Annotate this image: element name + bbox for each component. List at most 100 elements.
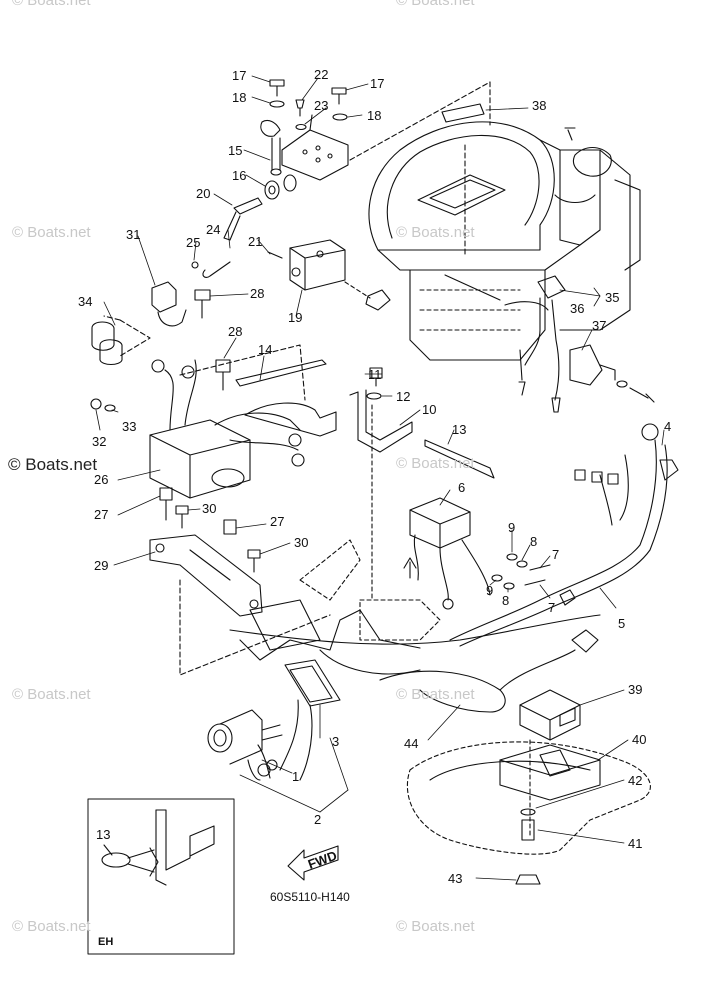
nut-32 bbox=[90, 398, 102, 410]
callout-44: 44 bbox=[404, 736, 418, 751]
boots-34 bbox=[91, 321, 123, 366]
cdi-unit-26 bbox=[149, 359, 337, 499]
washer-18-right bbox=[332, 113, 348, 121]
bracket-40 bbox=[499, 744, 601, 801]
screw-22 bbox=[295, 99, 305, 117]
callout-35: 35 bbox=[605, 290, 619, 305]
main-switch-2 bbox=[207, 709, 283, 781]
callout-9: 9 bbox=[508, 520, 515, 535]
bracket-29 bbox=[149, 534, 263, 617]
callout-16: 16 bbox=[232, 168, 246, 183]
watermark-main: © Boats.net bbox=[8, 455, 98, 474]
clip-25 bbox=[191, 261, 199, 269]
callout-38: 38 bbox=[532, 98, 546, 113]
watermark: © Boats.net bbox=[396, 224, 475, 241]
callout-29: 29 bbox=[94, 558, 108, 573]
watermark: © Boats.net bbox=[12, 686, 91, 703]
callout-22: 22 bbox=[314, 67, 328, 82]
callout-9: 9 bbox=[486, 583, 493, 598]
bracket-plate bbox=[281, 114, 349, 181]
watermark: © Boats.net bbox=[396, 918, 475, 935]
tie-14 bbox=[235, 359, 327, 387]
callout-31: 31 bbox=[126, 227, 140, 242]
callout-17: 17 bbox=[232, 68, 246, 83]
bolt-30-low bbox=[247, 549, 261, 573]
callout-17: 17 bbox=[370, 76, 384, 91]
callout-10: 10 bbox=[422, 402, 436, 417]
bolt-17-left bbox=[269, 79, 285, 97]
callout-4: 4 bbox=[664, 419, 671, 434]
box-19 bbox=[289, 239, 391, 311]
callout-40: 40 bbox=[632, 732, 646, 747]
callout-8: 8 bbox=[530, 534, 537, 549]
callout-3: 3 bbox=[332, 734, 339, 749]
callout-7: 7 bbox=[548, 600, 555, 615]
rectifier-6 bbox=[409, 497, 491, 610]
bracket-37 bbox=[569, 344, 616, 386]
callout-36: 36 bbox=[570, 301, 584, 316]
eh-inset-box bbox=[87, 798, 235, 955]
connector bbox=[571, 629, 599, 653]
callout-18: 18 bbox=[232, 90, 246, 105]
callout-7: 7 bbox=[552, 547, 559, 562]
callout-15: 15 bbox=[228, 143, 242, 158]
washer-18-left bbox=[269, 100, 285, 108]
washer-42 bbox=[520, 808, 536, 816]
callout-8: 8 bbox=[502, 593, 509, 608]
pin-21 bbox=[267, 251, 283, 259]
bolt-28-mid bbox=[215, 359, 231, 391]
callout-33: 33 bbox=[122, 419, 136, 434]
watermark: © Boats.net bbox=[12, 224, 91, 241]
callout-1: 1 bbox=[292, 769, 299, 784]
callout-39: 39 bbox=[628, 682, 642, 697]
washer-23 bbox=[295, 123, 307, 131]
fwd-arrow-icon bbox=[287, 845, 339, 881]
callout-18: 18 bbox=[367, 108, 381, 123]
callout-37: 37 bbox=[592, 318, 606, 333]
tie-38 bbox=[441, 103, 485, 123]
grommet-3 bbox=[279, 659, 341, 781]
callout-5: 5 bbox=[618, 616, 625, 631]
callout-14: 14 bbox=[258, 342, 272, 357]
callout-28: 28 bbox=[250, 286, 264, 301]
callout-34: 34 bbox=[78, 294, 92, 309]
bolt-17-right bbox=[331, 87, 347, 105]
callout-13-inset: 13 bbox=[96, 827, 110, 842]
callout-43: 43 bbox=[448, 871, 462, 886]
bolts-7 bbox=[524, 564, 551, 586]
watermark: © Boats.net bbox=[396, 686, 475, 703]
callout-21: 21 bbox=[248, 234, 262, 249]
bolt-37 bbox=[629, 387, 655, 403]
callout-13: 13 bbox=[452, 422, 466, 437]
bottom-cowl bbox=[229, 539, 601, 675]
mount-plate-base bbox=[406, 741, 651, 855]
fwd-label: FWD bbox=[306, 848, 339, 872]
post-15 bbox=[271, 137, 281, 171]
bracket-10 bbox=[349, 389, 413, 453]
callout-26: 26 bbox=[94, 472, 108, 487]
bracket-31 bbox=[151, 281, 187, 327]
clamp bbox=[260, 119, 281, 137]
washer-33 bbox=[104, 404, 116, 412]
callout-42: 42 bbox=[628, 773, 642, 788]
collar-27-left bbox=[159, 487, 173, 521]
inset-label: EH bbox=[98, 936, 114, 948]
cable-44 bbox=[379, 670, 506, 713]
callout-30: 30 bbox=[294, 535, 308, 550]
callout-19: 19 bbox=[288, 310, 302, 325]
cable-44-lead bbox=[499, 649, 576, 691]
sensor-35 bbox=[518, 275, 566, 413]
wire-harness-5 bbox=[449, 423, 679, 647]
sensor-20 bbox=[223, 197, 263, 241]
callout-2: 2 bbox=[314, 812, 321, 827]
relay-39 bbox=[519, 689, 581, 741]
callout-30: 30 bbox=[202, 501, 216, 516]
engine-block bbox=[349, 81, 641, 361]
diagram-code: 60S5110-H140 bbox=[270, 890, 350, 904]
bolt-41 bbox=[521, 819, 535, 841]
watermark: © Boats.net bbox=[12, 0, 91, 9]
bolt-30-top bbox=[175, 505, 189, 529]
lead-24 bbox=[202, 261, 231, 278]
callout-41: 41 bbox=[628, 836, 642, 851]
